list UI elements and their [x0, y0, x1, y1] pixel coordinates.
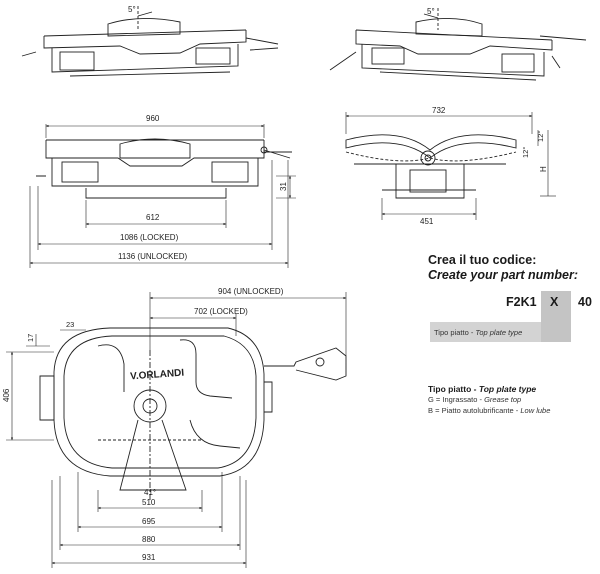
- legend-option-code: G =: [428, 395, 443, 404]
- dim-904-unlocked: 904 (UNLOCKED): [218, 287, 284, 296]
- part-code-variable: X: [550, 295, 559, 309]
- part-number-code: Tipo piatto - Top plate type F2K1 X 40: [428, 289, 596, 347]
- legend-option-code: B =: [428, 406, 442, 415]
- dim-12: 12°: [521, 147, 530, 158]
- part-code-suffix: 40: [578, 295, 592, 309]
- legend-option-it: Piatto autolubrificante -: [441, 406, 521, 415]
- top-plate-type-highlight: [541, 291, 571, 342]
- front-elevation: [36, 138, 292, 199]
- dim-510: 510: [142, 498, 156, 507]
- legend-title-it: Tipo piatto -: [428, 384, 479, 394]
- side-elevation: [345, 134, 517, 199]
- part-number-title-en: Create your part number:: [428, 268, 579, 282]
- dim-960: 960: [146, 114, 160, 123]
- legend-option: B = Piatto autolubrificante - Low lube: [428, 405, 596, 416]
- brand-text: V.ORLANDI: [130, 368, 185, 383]
- top-plan-dimensions: [6, 292, 347, 568]
- side-elevation-dimensions: [345, 112, 556, 220]
- dim-12-top: 12°: [536, 131, 545, 142]
- dim-17: 17: [26, 334, 35, 342]
- legend-option-it: Ingrassato -: [442, 395, 485, 404]
- dim-612: 612: [146, 213, 160, 222]
- part-number-panel: Crea il tuo codice: Create your part num…: [428, 253, 596, 347]
- tilt-angle-left-label: 5°: [128, 5, 136, 14]
- top-plan-view: [39, 327, 347, 500]
- dim-695: 695: [142, 517, 156, 526]
- legend-title: Tipo piatto - Top plate type: [428, 384, 596, 394]
- dim-23: 23: [66, 320, 74, 329]
- front-elevation-dimensions: [29, 124, 296, 268]
- front-view-tilted-right: [329, 8, 587, 81]
- dim-732: 732: [432, 106, 446, 115]
- dim-406: 406: [2, 388, 11, 402]
- dim-31: 31: [279, 182, 288, 191]
- dim-angle-41: 41°: [144, 488, 156, 497]
- legend-option-en: Grease top: [484, 395, 522, 404]
- top-plate-type-bar: Tipo piatto - Top plate type: [430, 322, 571, 342]
- dim-1086-locked: 1086 (LOCKED): [120, 233, 179, 242]
- top-plate-type-legend: Tipo piatto - Top plate type G = Ingrass…: [428, 384, 596, 416]
- part-number-title-it: Crea il tuo codice:: [428, 253, 537, 267]
- legend-option: G = Ingrassato - Grease top: [428, 394, 596, 405]
- top-plate-type-bar-label-it: Tipo piatto -: [434, 328, 476, 337]
- part-code-prefix: F2K1: [506, 295, 537, 309]
- brand-plate: V.ORLANDI: [130, 368, 185, 383]
- tilt-angle-right-label: 5°: [427, 7, 435, 16]
- legend-title-en: Top plate type: [478, 384, 537, 394]
- dim-h: H: [539, 166, 548, 172]
- top-plate-type-bar-label-en: Top plate type: [475, 328, 523, 337]
- dim-451: 451: [420, 217, 434, 226]
- dim-880: 880: [142, 535, 156, 544]
- dim-931: 931: [142, 553, 156, 562]
- dim-1136-unlocked: 1136 (UNLOCKED): [118, 252, 188, 261]
- front-view-tilted-left: [21, 6, 279, 77]
- legend-option-en: Low lube: [520, 406, 551, 415]
- dim-702-locked: 702 (LOCKED): [194, 307, 248, 316]
